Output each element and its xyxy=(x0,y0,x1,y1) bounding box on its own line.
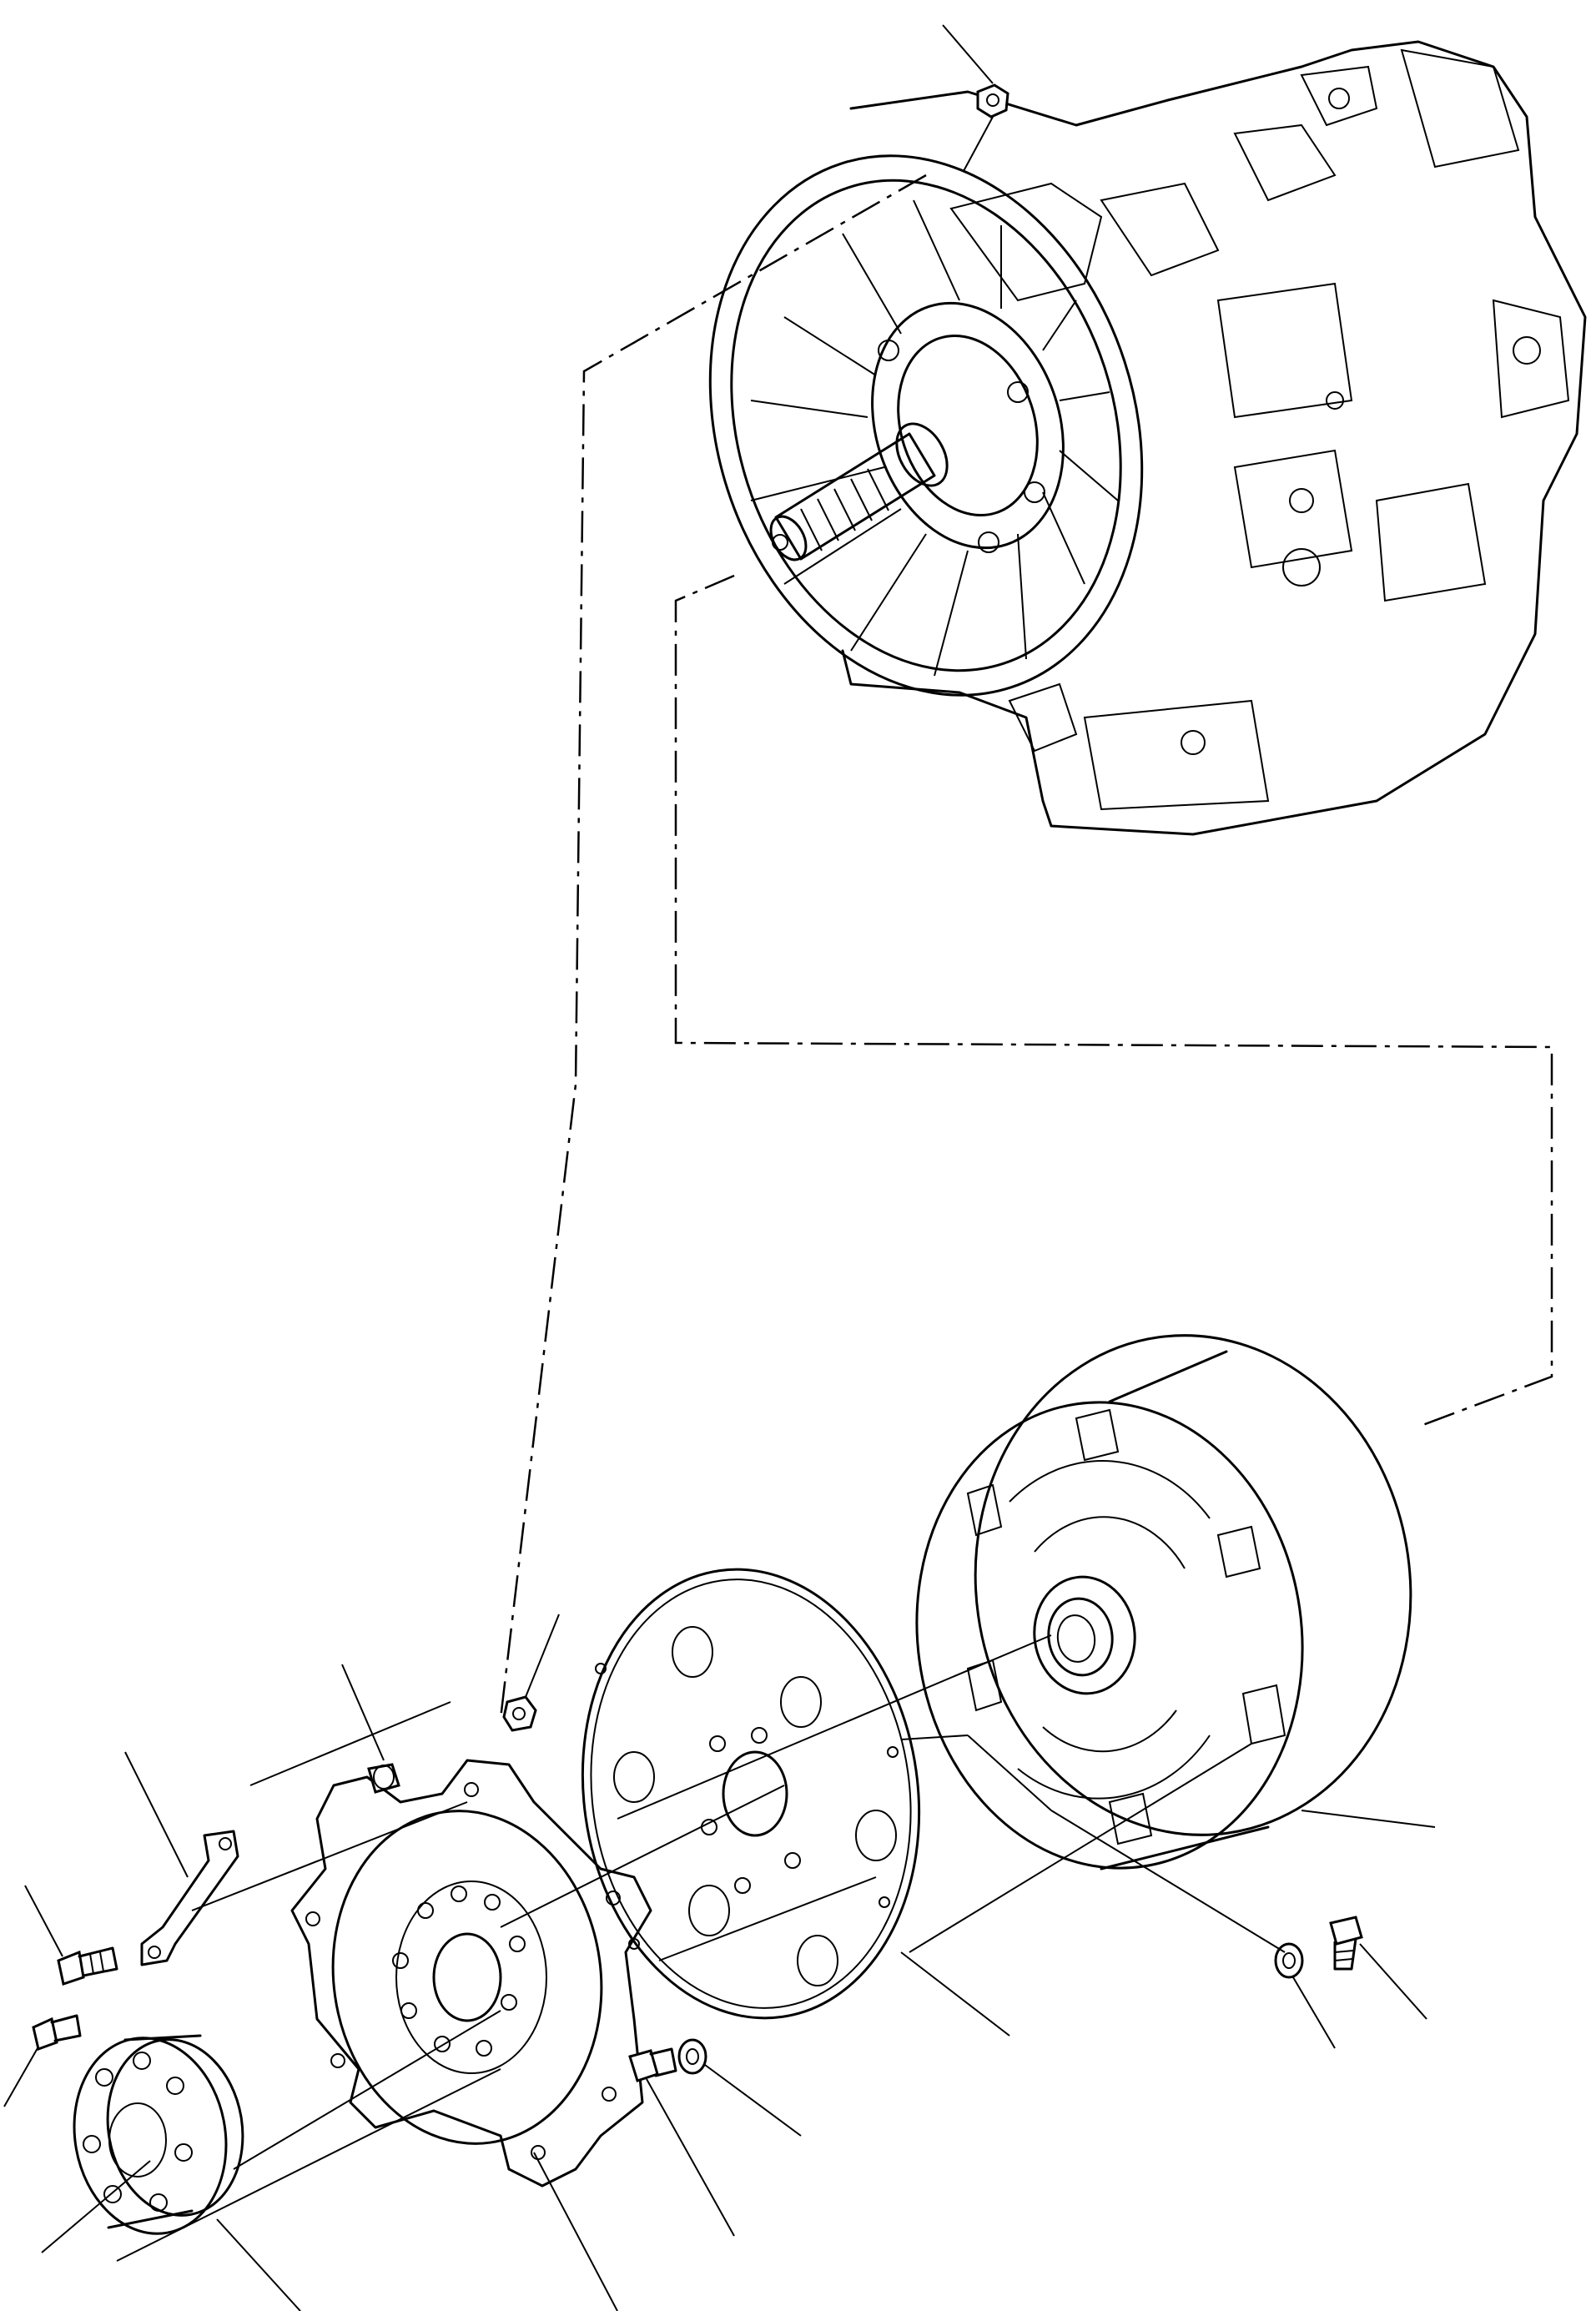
flex-plate xyxy=(581,1568,1052,2037)
torque-converter xyxy=(915,1334,1436,1870)
bracket xyxy=(124,1751,239,1966)
converter-hub xyxy=(1033,1575,1136,1695)
transmission-housing xyxy=(708,24,1587,836)
washer-1 xyxy=(677,2038,802,2137)
washer-2 xyxy=(1274,1942,1336,2049)
bolt-1 xyxy=(24,1885,118,1986)
input-shaft xyxy=(769,422,949,561)
drive-plate xyxy=(290,1759,652,2311)
spacer-1 xyxy=(341,1664,400,1794)
bolt-4 xyxy=(1329,1916,1427,2020)
nut-1 xyxy=(502,1614,560,1732)
adapter-hub xyxy=(73,2034,301,2311)
assembly-lines xyxy=(41,174,1553,2262)
bolt-2 xyxy=(3,2014,82,2107)
bolt-3 xyxy=(628,2047,735,2237)
nut-top xyxy=(976,83,1009,118)
